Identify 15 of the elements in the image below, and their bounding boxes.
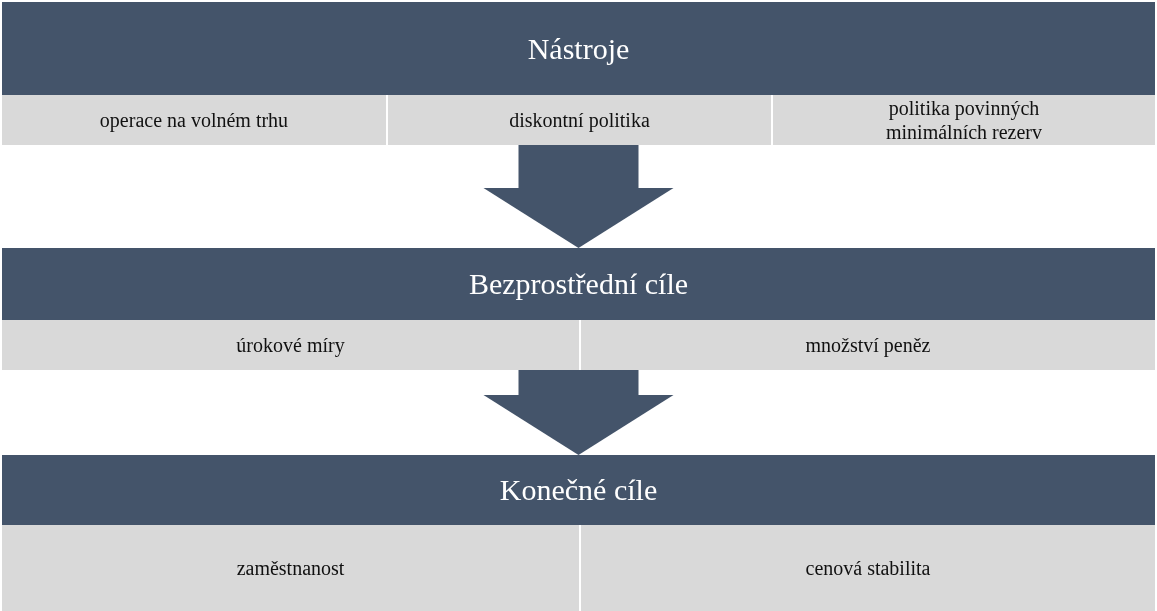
- down-arrow: [483, 145, 674, 248]
- category-band: [2, 455, 1155, 611]
- item-panel: diskontní politika: [386, 95, 771, 145]
- category-band: [2, 248, 1155, 370]
- item-panel: množství peněz: [579, 320, 1155, 370]
- item-panel: zaměstnanost: [2, 525, 579, 611]
- band-heading: Konečné cíle: [499, 473, 658, 507]
- item-panel: operace na volném trhu: [2, 95, 386, 145]
- item-panel: politika povinných minimálních rezerv: [771, 95, 1155, 145]
- band-heading: Nástroje: [527, 31, 630, 66]
- down-arrow: [483, 370, 674, 455]
- item-panel: úrokové míry: [2, 320, 579, 370]
- category-band: [2, 2, 1155, 145]
- item-panel: cenová stabilita: [579, 525, 1155, 611]
- band-heading: Bezprostřední cíle: [468, 267, 689, 301]
